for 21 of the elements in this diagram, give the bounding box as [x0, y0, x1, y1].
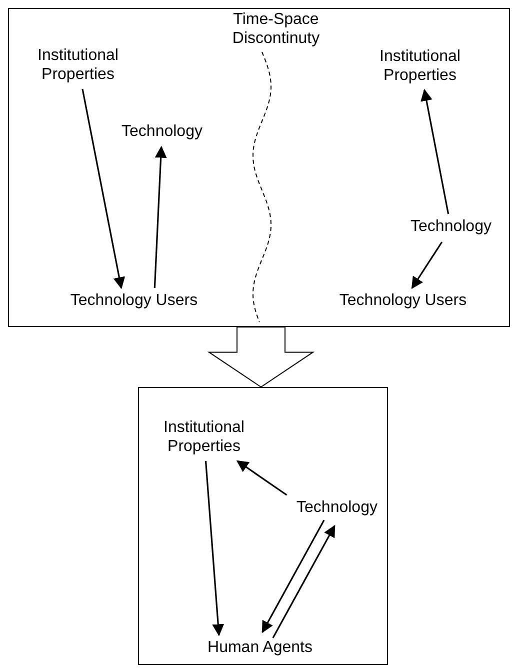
node-label: Institutional Properties — [149, 418, 259, 458]
node-label: Technology Users — [49, 291, 219, 313]
node-label: Institutional Properties — [23, 46, 133, 86]
arrow — [262, 520, 325, 634]
arrow — [420, 88, 450, 214]
arrow — [236, 460, 288, 496]
node-label: Technology — [289, 498, 385, 520]
node-label: Institutional Properties — [365, 47, 475, 87]
node-label: Technology — [397, 217, 505, 239]
panel-frame — [8, 8, 510, 327]
arrow — [411, 242, 443, 289]
arrow — [82, 88, 126, 290]
node-label: Technology — [119, 122, 205, 144]
node-label: Human Agents — [199, 638, 321, 660]
node-label: Technology Users — [317, 291, 489, 313]
annotation-text: Time-Space Discontinuty — [231, 10, 321, 48]
arrow — [272, 524, 336, 638]
arrow — [154, 146, 167, 288]
arrow — [204, 460, 224, 636]
block-arrow — [207, 326, 315, 388]
panel-frame — [138, 387, 388, 665]
